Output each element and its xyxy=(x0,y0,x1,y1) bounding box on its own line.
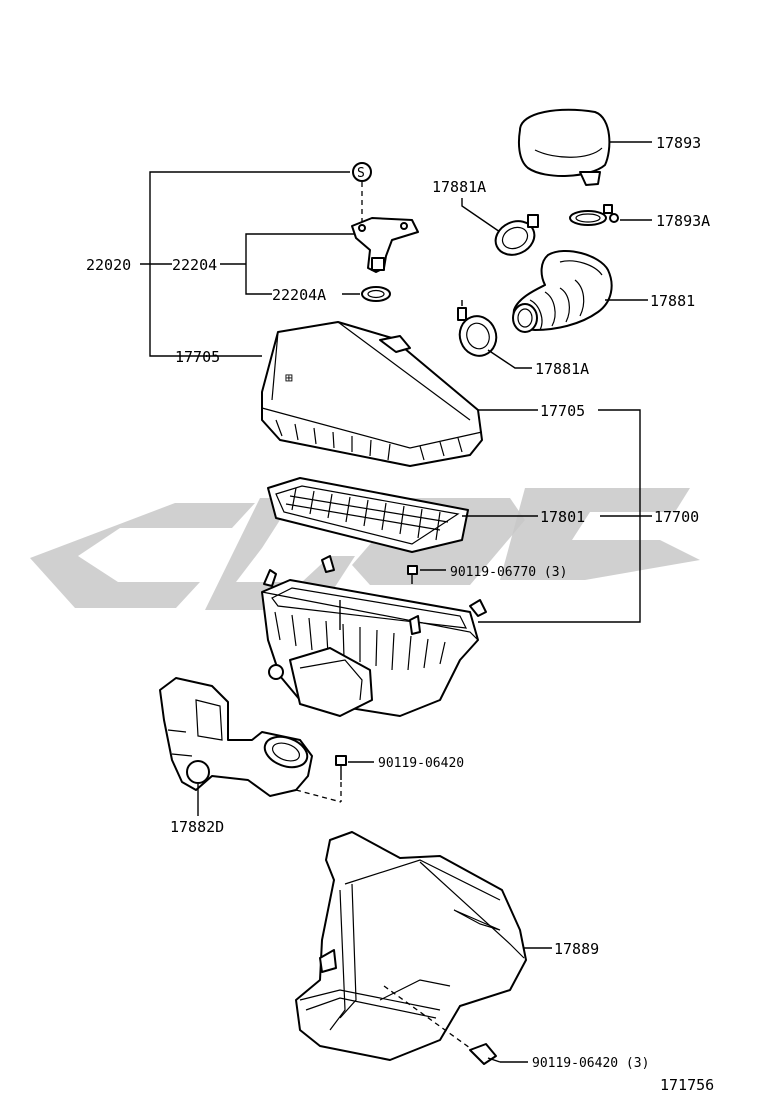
bolt-90119-06420-3 xyxy=(383,985,501,1065)
air-cleaner-cap-17705: ⊞ xyxy=(261,321,483,467)
label-17801: 17801 xyxy=(540,508,585,526)
gasket-22204A xyxy=(361,286,391,302)
left-bracket-lines xyxy=(140,171,363,357)
label-17881A-bottom: 17881A xyxy=(535,360,589,378)
label-17700: 17700 xyxy=(654,508,699,526)
s-symbol-letter: S xyxy=(357,166,365,181)
label-17881: 17881 xyxy=(650,292,695,310)
mass-air-flow-sensor-22204 xyxy=(351,217,419,273)
label-17889: 17889 xyxy=(554,940,599,958)
hose-clamp-17881A-bottom xyxy=(457,300,498,357)
s-symbol: S xyxy=(352,162,372,182)
bolt-90119-06770 xyxy=(407,565,418,584)
label-17882D: 17882D xyxy=(170,818,224,836)
label-22204: 22204 xyxy=(172,256,217,274)
label-17881A-top: 17881A xyxy=(432,178,486,196)
resonator-17889 xyxy=(295,831,527,1061)
air-cleaner-case-17700 xyxy=(261,555,487,717)
label-90119-06770: 90119-06770 (3) xyxy=(450,565,567,580)
label-17705-left: 17705 xyxy=(175,348,220,366)
bolt-90119-06420 xyxy=(295,755,347,803)
intake-duct-17882D xyxy=(159,677,313,797)
figure-number: 171756 xyxy=(660,1076,714,1094)
label-17893A: 17893A xyxy=(656,212,710,230)
cover-marking: ⊞ xyxy=(285,371,293,386)
assembly-bracket-17700 xyxy=(478,409,652,623)
label-90119-06420: 90119-06420 xyxy=(378,756,464,771)
label-17893: 17893 xyxy=(656,134,701,152)
label-90119-06420-3: 90119-06420 (3) xyxy=(532,1056,649,1071)
intake-hose-17881 xyxy=(512,250,613,333)
label-17705-right: 17705 xyxy=(540,402,585,420)
air-filter-element-17801 xyxy=(267,477,469,553)
hose-clamp-17881A-top xyxy=(494,214,539,256)
clamp-17893A xyxy=(569,204,619,226)
label-22020: 22020 xyxy=(86,256,131,274)
label-22204A: 22204A xyxy=(272,286,326,304)
air-intake-cap-17893 xyxy=(518,108,611,186)
